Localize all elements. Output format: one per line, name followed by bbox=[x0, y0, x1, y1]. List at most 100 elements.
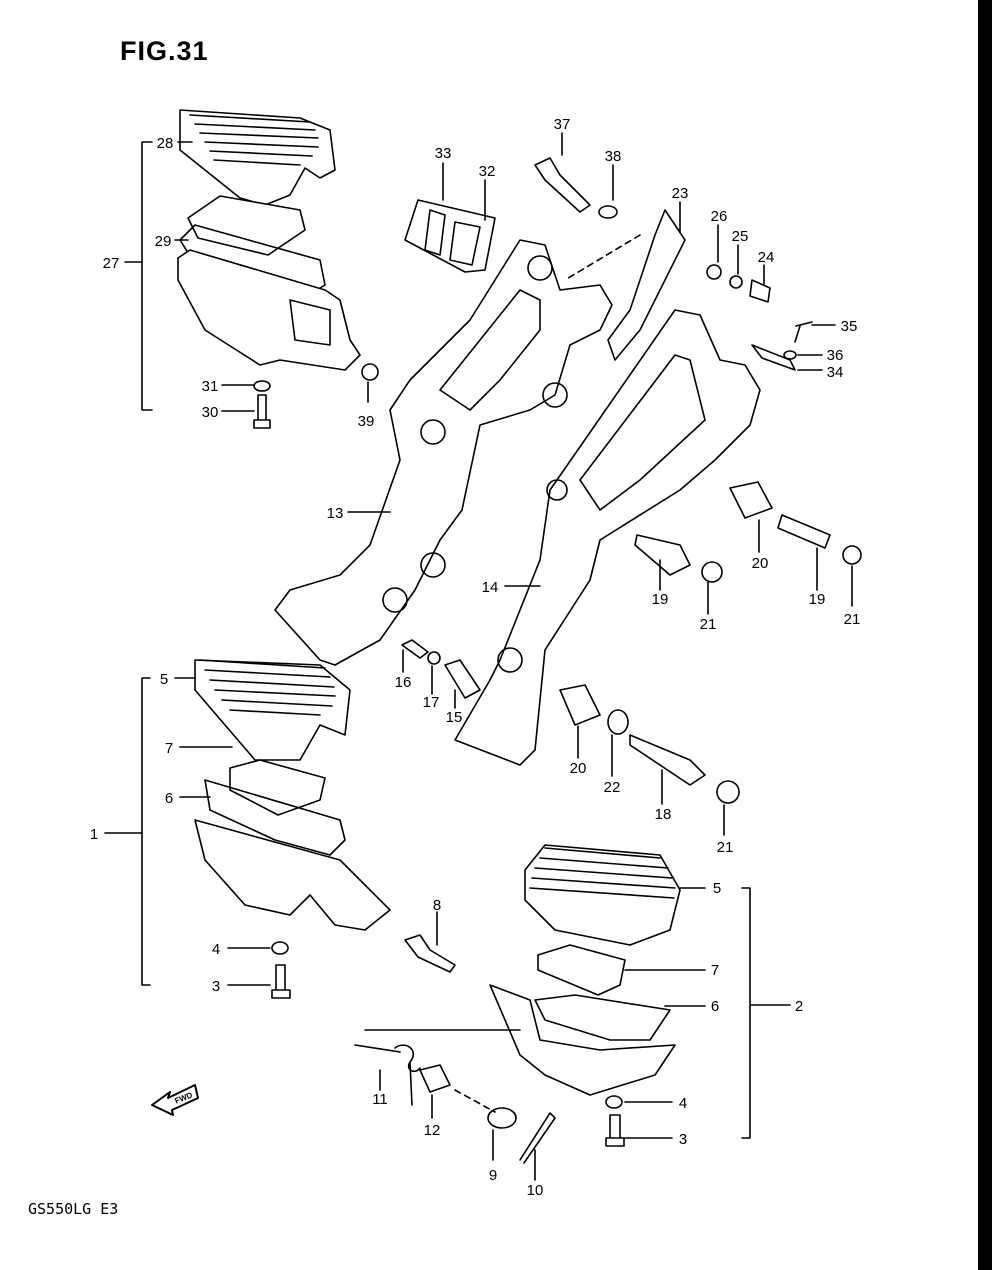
washer-4-left bbox=[271, 941, 289, 955]
callout-4-left: 4 bbox=[212, 941, 220, 958]
callout-26: 26 bbox=[711, 208, 728, 225]
callout-7-right: 7 bbox=[711, 962, 719, 979]
footrest-rubber-5-left bbox=[194, 659, 351, 761]
callout-25: 25 bbox=[732, 228, 749, 245]
right-border bbox=[978, 0, 992, 1270]
callout-12: 12 bbox=[424, 1122, 441, 1139]
plate-23 bbox=[607, 209, 686, 361]
dash-9 bbox=[454, 1089, 496, 1113]
callout-31: 31 bbox=[202, 378, 219, 395]
plate-34 bbox=[751, 344, 796, 371]
callout-21-right: 21 bbox=[844, 611, 861, 628]
plate-6-left bbox=[204, 779, 346, 856]
callout-21-left: 21 bbox=[700, 616, 717, 633]
callout-labels: 28 29 27 31 30 39 33 32 37 38 23 26 25 2… bbox=[90, 116, 861, 1199]
washer-17 bbox=[427, 651, 441, 665]
callout-2: 2 bbox=[795, 998, 803, 1015]
footrest-bracket-27 bbox=[177, 249, 361, 371]
bracket-1-group-line bbox=[141, 677, 151, 986]
bolt-19-right bbox=[777, 514, 831, 549]
callout-21-lower: 21 bbox=[717, 839, 734, 856]
callout-30: 30 bbox=[202, 404, 219, 421]
callout-33: 33 bbox=[435, 145, 452, 162]
washer-36 bbox=[783, 350, 797, 360]
rubber-32-33 bbox=[404, 199, 496, 273]
callout-6-left: 6 bbox=[165, 790, 173, 807]
washer-4-right bbox=[605, 1095, 623, 1109]
bolt-19-left bbox=[634, 534, 691, 576]
callout-5-left: 5 bbox=[160, 671, 168, 688]
footrest-bracket-14 bbox=[454, 309, 761, 766]
washer-26 bbox=[706, 264, 722, 280]
callout-3-right: 3 bbox=[679, 1131, 687, 1148]
dash-37 bbox=[564, 234, 641, 281]
callout-4-right: 4 bbox=[679, 1095, 687, 1112]
washer-9 bbox=[487, 1107, 517, 1129]
cap-21-left bbox=[701, 561, 723, 583]
callout-16: 16 bbox=[395, 674, 412, 691]
callout-22: 22 bbox=[604, 779, 621, 796]
washer-22 bbox=[607, 709, 629, 735]
bolt-3-left bbox=[271, 964, 291, 999]
bracket-2-group-line bbox=[741, 887, 751, 1139]
bolt-18 bbox=[629, 734, 706, 786]
callout-38: 38 bbox=[605, 148, 622, 165]
callout-19-left: 19 bbox=[652, 591, 669, 608]
callout-32: 32 bbox=[479, 163, 496, 180]
callout-1: 1 bbox=[90, 826, 98, 843]
bolt-3-right bbox=[605, 1114, 625, 1147]
model-code: GS550LG E3 bbox=[28, 1200, 119, 1218]
collar-20-lower bbox=[559, 684, 601, 726]
callout-28: 28 bbox=[157, 135, 174, 152]
pin-8 bbox=[404, 934, 456, 973]
plate-7-left bbox=[229, 759, 326, 816]
cap-21-lower bbox=[716, 780, 740, 804]
callout-23: 23 bbox=[672, 185, 689, 202]
callout-20-lower: 20 bbox=[570, 760, 587, 777]
callout-14: 14 bbox=[482, 579, 499, 596]
plate-7-right bbox=[537, 944, 626, 996]
callout-29: 29 bbox=[155, 233, 172, 250]
callout-7-left: 7 bbox=[165, 740, 173, 757]
callout-6-right: 6 bbox=[711, 998, 719, 1015]
bolt-16 bbox=[401, 639, 429, 659]
bracket-27-group-line bbox=[141, 141, 153, 411]
figure-title: FIG.31 bbox=[120, 36, 209, 66]
callout-35: 35 bbox=[841, 318, 858, 335]
collar-12 bbox=[419, 1064, 451, 1093]
callout-17: 17 bbox=[423, 694, 440, 711]
footrest-rubber-28 bbox=[179, 109, 336, 206]
callout-34: 34 bbox=[827, 364, 844, 381]
cotter-pin-10 bbox=[519, 1112, 556, 1164]
callout-5-right: 5 bbox=[713, 880, 721, 897]
washer-38 bbox=[598, 205, 618, 219]
callout-11: 11 bbox=[372, 1091, 388, 1108]
callout-39: 39 bbox=[358, 413, 375, 430]
callout-15: 15 bbox=[446, 709, 463, 726]
callout-27: 27 bbox=[103, 255, 120, 272]
bracket-15 bbox=[444, 659, 481, 699]
plate-6-right bbox=[534, 994, 671, 1041]
bolt-30 bbox=[253, 394, 271, 429]
callout-13: 13 bbox=[327, 505, 344, 522]
callout-37: 37 bbox=[554, 116, 571, 133]
spring-11 bbox=[354, 1044, 421, 1106]
bolt-24 bbox=[749, 279, 771, 303]
footrest-base-2 bbox=[489, 984, 676, 1096]
cap-21-right bbox=[842, 545, 862, 565]
callout-10: 10 bbox=[527, 1182, 544, 1199]
callout-19-right: 19 bbox=[809, 591, 826, 608]
callout-9: 9 bbox=[489, 1167, 497, 1184]
footrest-rubber-5-right bbox=[524, 844, 681, 946]
collar-20-upper bbox=[729, 481, 773, 519]
callout-8: 8 bbox=[433, 897, 441, 914]
footrest-base-1 bbox=[194, 819, 391, 931]
callout-20-upper: 20 bbox=[752, 555, 769, 572]
bolt-37 bbox=[534, 157, 591, 213]
washer-25 bbox=[729, 275, 743, 289]
bolt-35 bbox=[794, 321, 813, 343]
callout-18: 18 bbox=[655, 806, 672, 823]
footrest-bracket-13 bbox=[274, 239, 613, 666]
fwd-arrow-icon bbox=[151, 1084, 199, 1116]
